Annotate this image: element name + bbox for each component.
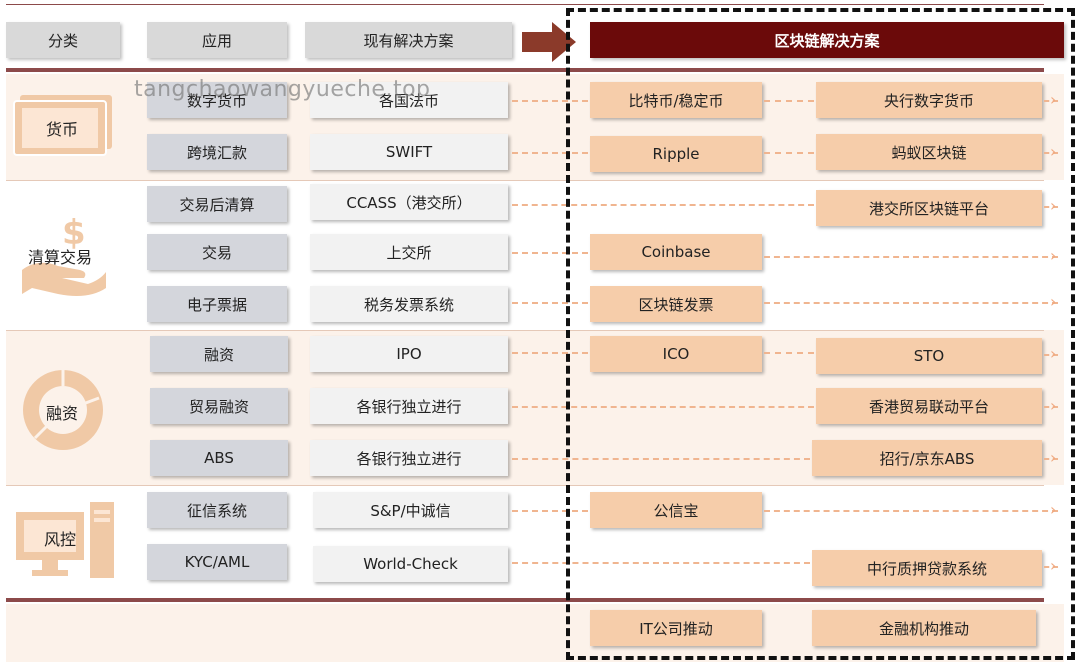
it-solution-box: 公信宝 [590,492,762,528]
existing-box: S&P/中诚信 [313,492,508,528]
existing-box: 上交所 [310,234,508,270]
watermark-text: tangchaowangyueche.top [134,77,431,102]
connector-arrow [1044,458,1058,460]
existing-box: 税务发票系统 [310,286,508,322]
top-rule [6,4,1044,5]
connector-arrow [512,252,588,254]
divider-1 [6,180,1044,181]
arrowhead-icon: › [1050,196,1057,215]
existing-box: SWIFT [310,134,508,170]
category-clearing-label: 清算交易 [28,248,93,267]
app-box: KYC/AML [147,544,287,580]
connector-arrow [512,510,588,512]
blockchain-solution-frame [566,8,1075,660]
app-box: ABS [150,440,288,476]
connector-arrow [512,100,588,102]
app-box: 跨境汇款 [147,134,287,170]
connector-arrow [764,256,1058,258]
connector-arrow [1044,100,1058,102]
financial-institution-driven-box: 金融机构推动 [812,610,1036,646]
existing-box: 各银行独立进行 [310,440,508,476]
footer-rule [6,598,1044,602]
connector-arrow [512,204,814,206]
connector-arrow [512,406,814,408]
arrowhead-icon: › [1050,142,1057,161]
finance-solution-box: 香港贸易联动平台 [816,388,1042,424]
finance-solution-box: 央行数字货币 [816,82,1042,118]
it-solution-box: Ripple [590,136,762,172]
category-financing-label: 融资 [46,404,79,423]
finance-solution-box: STO [816,338,1042,374]
finance-solution-box: 中行质押贷款系统 [812,550,1042,586]
app-box: 电子票据 [147,286,287,322]
arrowhead-icon: › [1050,90,1057,109]
existing-box: 各银行独立进行 [310,388,508,424]
app-box: 交易后清算 [147,186,287,222]
connector-arrow [512,352,588,354]
connector-arrow [512,152,588,154]
connector-arrow [1044,406,1058,408]
connector-arrow [512,562,810,564]
finance-solution-box: 招行/京东ABS [812,440,1042,476]
header-blockchain-solution: 区块链解决方案 [590,22,1064,58]
connector-arrow [1044,206,1058,208]
category-currency-label: 货币 [46,120,79,139]
money-icon [13,95,112,156]
it-company-driven-box: IT公司推动 [590,610,762,646]
divider-3 [6,485,1044,486]
existing-box: IPO [310,336,508,372]
arrowhead-icon: › [1050,246,1057,265]
app-box: 征信系统 [147,492,287,528]
computer-icon [16,502,114,578]
pie-chart-icon [23,370,103,450]
existing-box: World-Check [313,546,508,582]
app-box: 融资 [150,336,288,372]
connector-arrow [1044,566,1058,568]
connector-arrow [764,352,814,354]
hand-dollar-icon: $ [22,214,106,296]
divider-2 [6,330,1044,331]
header-application: 应用 [147,22,287,58]
app-box: 交易 [147,234,287,270]
connector-arrow [764,100,814,102]
it-solution-box: ICO [590,336,762,372]
connector-arrow [1044,354,1058,356]
app-box: 数字货币 [147,82,287,118]
right-arrow-icon [522,22,576,62]
svg-text:$: $ [62,214,86,253]
connector-arrow [764,302,1058,304]
arrowhead-icon: › [1050,556,1057,575]
connector-arrow [512,458,810,460]
arrowhead-icon: › [1050,500,1057,519]
it-solution-box: 比特币/稳定币 [590,82,762,118]
existing-box: 各国法币 [310,82,508,118]
arrowhead-icon: › [1050,292,1057,311]
header-existing-solution: 现有解决方案 [305,22,512,58]
connector-arrow [512,302,588,304]
arrowhead-icon: › [1050,448,1057,467]
header-rule [6,68,1044,72]
connector-arrow [764,510,1058,512]
finance-solution-box: 蚂蚁区块链 [816,134,1042,170]
existing-box: CCASS（港交所） [310,184,508,220]
category-risk-label: 风控 [44,530,77,549]
header-category: 分类 [6,22,120,58]
connector-arrow [764,152,814,154]
app-box: 贸易融资 [150,388,288,424]
it-solution-box: Coinbase [590,234,762,270]
finance-solution-box: 港交所区块链平台 [816,190,1042,226]
arrowhead-icon: › [1050,396,1057,415]
connector-arrow [1044,152,1058,154]
arrowhead-icon: › [1050,344,1057,363]
it-solution-box: 区块链发票 [590,286,762,322]
